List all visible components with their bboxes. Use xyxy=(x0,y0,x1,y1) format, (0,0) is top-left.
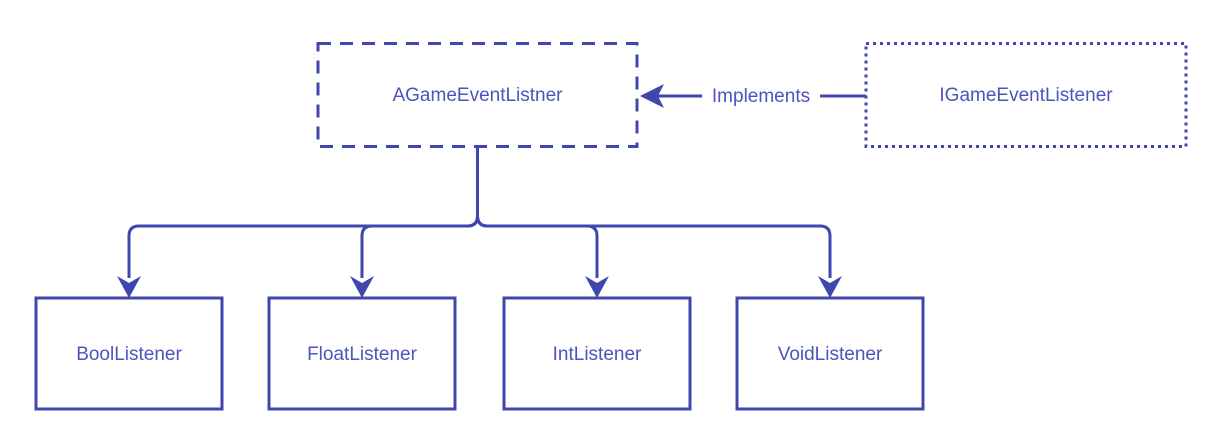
node-igameeventlistener-label: IGameEventListener xyxy=(939,85,1113,106)
node-intlistener-box xyxy=(502,296,692,411)
node-intlistener-label: IntListener xyxy=(553,344,642,365)
implements-edge: Implements xyxy=(640,84,866,108)
node-agameeventlistner-label: AGameEventListner xyxy=(392,85,563,106)
node-intlistener: IntListener xyxy=(502,296,692,411)
node-voidlistener-label: VoidListener xyxy=(778,344,883,365)
node-agameeventlistner-box xyxy=(316,42,639,148)
node-igameeventlistener: IGameEventListener xyxy=(864,42,1188,148)
arrow-down-icon xyxy=(117,276,141,298)
node-boollistener-label: BoolListener xyxy=(76,344,182,365)
node-floatlistener-label: FloatListener xyxy=(307,344,418,365)
implements-label: Implements xyxy=(712,86,810,107)
node-voidlistener-box xyxy=(735,296,925,411)
node-floatlistener: FloatListener xyxy=(267,296,457,411)
arrow-left-icon xyxy=(640,84,664,108)
node-igameeventlistener-box xyxy=(864,42,1188,148)
edge-parent-to-voidlistener xyxy=(476,147,832,278)
node-voidlistener: VoidListener xyxy=(735,296,925,411)
node-agameeventlistner: AGameEventListner xyxy=(316,42,639,148)
node-boollistener-box xyxy=(34,296,224,411)
edge-parent-to-floatlistener xyxy=(360,147,479,278)
inheritance-edges xyxy=(117,147,842,298)
node-floatlistener-box xyxy=(267,296,457,411)
node-boollistener: BoolListener xyxy=(34,296,224,411)
arrow-down-icon xyxy=(818,276,842,298)
edge-parent-to-boollistener xyxy=(127,147,479,278)
edge-parent-to-intlistener xyxy=(476,147,599,278)
arrow-down-icon xyxy=(350,276,374,298)
arrow-down-icon xyxy=(585,276,609,298)
